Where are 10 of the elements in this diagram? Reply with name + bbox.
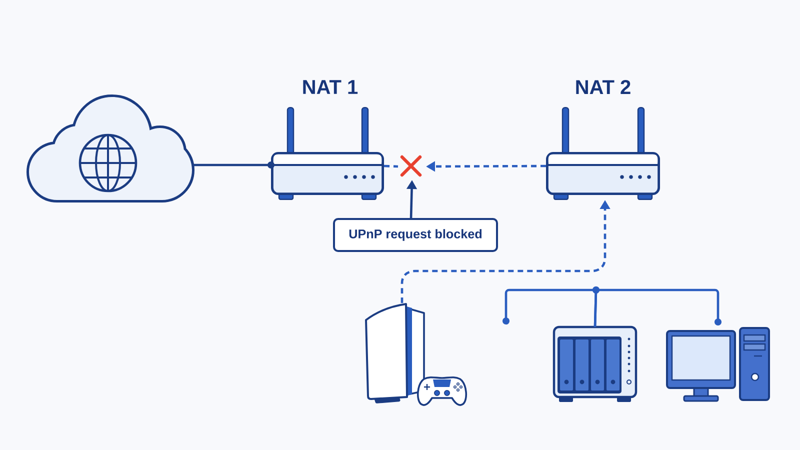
connector-line xyxy=(192,162,274,168)
router-heading: NAT 1 xyxy=(303,80,358,94)
router-heading: NAT 2 xyxy=(576,80,630,94)
game-console-icon xyxy=(365,303,468,406)
dashed-line xyxy=(384,164,398,168)
cross-icon xyxy=(400,155,422,177)
connector-line xyxy=(502,288,598,328)
callout-box: UPnP request blocked xyxy=(333,218,498,252)
nas-icon xyxy=(552,326,638,402)
desktop-computer-icon xyxy=(666,327,770,402)
